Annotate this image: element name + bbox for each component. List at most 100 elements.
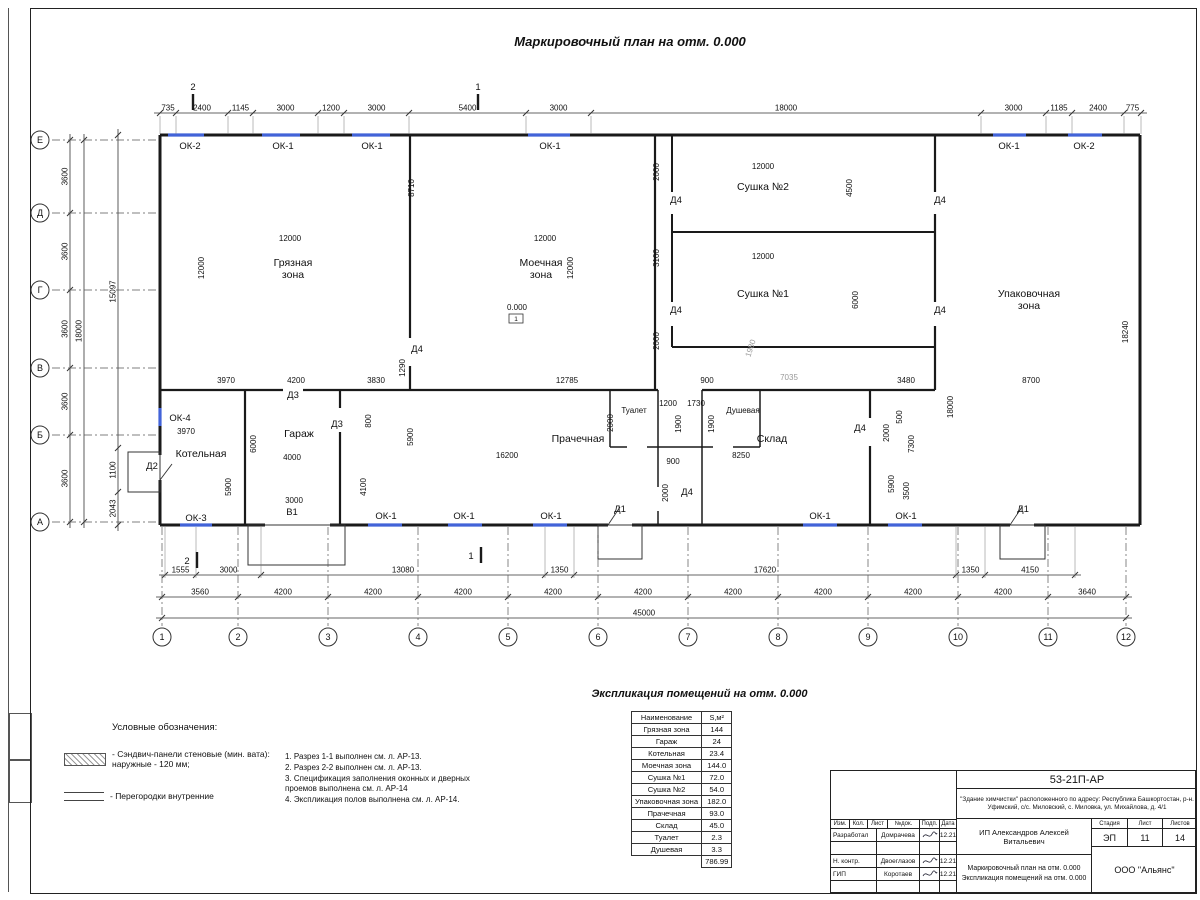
role-date-empty: [939, 842, 956, 855]
plan-label: 4100: [359, 478, 368, 496]
plan-label: 5400: [459, 104, 477, 113]
sheet-title-line2: Экспликация помещений на отм. 0.000: [961, 875, 1087, 882]
axis-bubble: [318, 627, 338, 647]
plan-label: Упаковочная: [998, 288, 1060, 300]
client-name: ИП Александров Алексей Витальевич: [956, 819, 1091, 855]
total-area-value: 786.99: [701, 855, 733, 868]
plan-label: 2: [235, 632, 240, 642]
plan-label: 12000: [752, 252, 775, 261]
role-label: Разработал: [831, 829, 876, 842]
plan-label: Д4: [670, 305, 682, 316]
plan-label: 4500: [845, 179, 854, 197]
plan-label: ОК-1: [453, 511, 474, 522]
plan-label: 1730: [687, 399, 705, 408]
plan-label: 12000: [197, 256, 206, 279]
margin-stamp-box: [9, 713, 32, 761]
legend: Условные обозначения: - Сэндвич-панели с…: [64, 722, 279, 823]
plan-label: 900: [700, 376, 714, 385]
axis-bubble: [30, 280, 50, 300]
plan-label: 6000: [249, 435, 258, 453]
legend-item-label: - Сэндвич-панели стеновые (мин. вата): н…: [112, 749, 270, 769]
sheets-value: 14: [1162, 829, 1197, 847]
title-block: 53-21П-АР "Здание химчистки" расположенн…: [830, 770, 1197, 894]
plan-label: 0.000: [507, 303, 528, 312]
axis-bubble: [152, 627, 172, 647]
plan-label: 11: [1043, 632, 1052, 642]
plan-label: 1350: [551, 566, 569, 575]
plan-label: 6: [595, 632, 600, 642]
plan-label: ОК-4: [169, 413, 190, 424]
axis-bubble: [768, 627, 788, 647]
role-date: 12.21: [939, 868, 956, 881]
plan-label: 2000: [652, 332, 661, 350]
plan-label: 1200: [322, 104, 340, 113]
plan-label: Д4: [411, 344, 423, 355]
role-name: Коротаев: [876, 868, 919, 881]
plan-label: Сушка №2: [737, 181, 789, 193]
stage-header: Стадия: [1091, 819, 1127, 829]
plan-label: 500: [895, 410, 904, 424]
plan-label: 3830: [367, 376, 385, 385]
margin-stamp-box: [9, 759, 32, 803]
plan-label: 17620: [754, 566, 777, 575]
plan-label: 4200: [544, 588, 562, 597]
axis-bubble: [408, 627, 428, 647]
plan-label: Д2: [146, 461, 158, 472]
plan-label: 4000: [283, 453, 301, 462]
partition-swatch: [64, 791, 104, 801]
plan-label: ОК-1: [375, 511, 396, 522]
plan-label: Котельная: [176, 448, 227, 460]
plan-label: ОК-2: [1073, 141, 1094, 152]
axis-bubble: [588, 627, 608, 647]
plan-label: 2000: [661, 484, 670, 502]
plan-label: 4200: [364, 588, 382, 597]
axis-bubble: [1116, 627, 1136, 647]
plan-label: 1185: [1050, 104, 1068, 113]
axis-bubble: [30, 512, 50, 532]
note-line: 1. Разрез 1-1 выполнен см. л. АР-13.: [285, 752, 422, 761]
signature-cell: [919, 868, 939, 881]
plan-label: 1900: [707, 415, 716, 433]
plan-label: ОК-2: [179, 141, 200, 152]
plan-label: В1: [286, 507, 298, 518]
plan-label: 2400: [1089, 104, 1107, 113]
plan-label: 3480: [897, 376, 915, 385]
plan-label: 3600: [61, 392, 70, 410]
plan-label: 3000: [368, 104, 386, 113]
plan-label: 12000: [566, 256, 575, 279]
plan-label: 2: [190, 82, 195, 93]
plan-label: 4: [415, 632, 420, 642]
plan-label: 1900: [674, 415, 683, 433]
table-header-row: Наименование S,м²: [630, 711, 733, 724]
plan-label: ОК-3: [185, 513, 206, 524]
legend-item-label: - Перегородки внутренние: [110, 791, 214, 801]
plan-label: 3600: [61, 167, 70, 185]
plan-label: 5900: [887, 475, 896, 493]
col-header-area: S,м²: [701, 711, 733, 724]
role-label-empty: [831, 881, 876, 894]
plan-label: 3000: [277, 104, 295, 113]
plan-label: Моечная: [520, 257, 563, 269]
plan-label: зона: [1018, 300, 1040, 312]
plan-label: 775: [1126, 104, 1140, 113]
rev-header-podp: Подп.: [919, 819, 939, 829]
plan-label: 5: [505, 632, 510, 642]
plan-label: 8: [775, 632, 780, 642]
axis-bubble: [948, 627, 968, 647]
plan-label: 735: [161, 104, 175, 113]
rev-header-data: Дата: [939, 819, 956, 829]
note-line: 2. Разрез 2-2 выполнен см. л. АР-13.: [285, 762, 422, 772]
legend-item: - Перегородки внутренние: [64, 791, 279, 801]
plan-label: 3970: [217, 376, 235, 385]
plan-label: 2400: [193, 104, 211, 113]
sheet-title-cell: Маркировочный план на отм. 0.000 Эксплик…: [956, 855, 1091, 894]
plan-label: ОК-1: [361, 141, 382, 152]
plan-label: 3970: [177, 427, 195, 436]
plan-label: 3500: [902, 482, 911, 500]
drawing-frame: [30, 8, 1197, 894]
plan-label: 5900: [224, 478, 233, 496]
rev-header-list: Лист: [867, 819, 887, 829]
